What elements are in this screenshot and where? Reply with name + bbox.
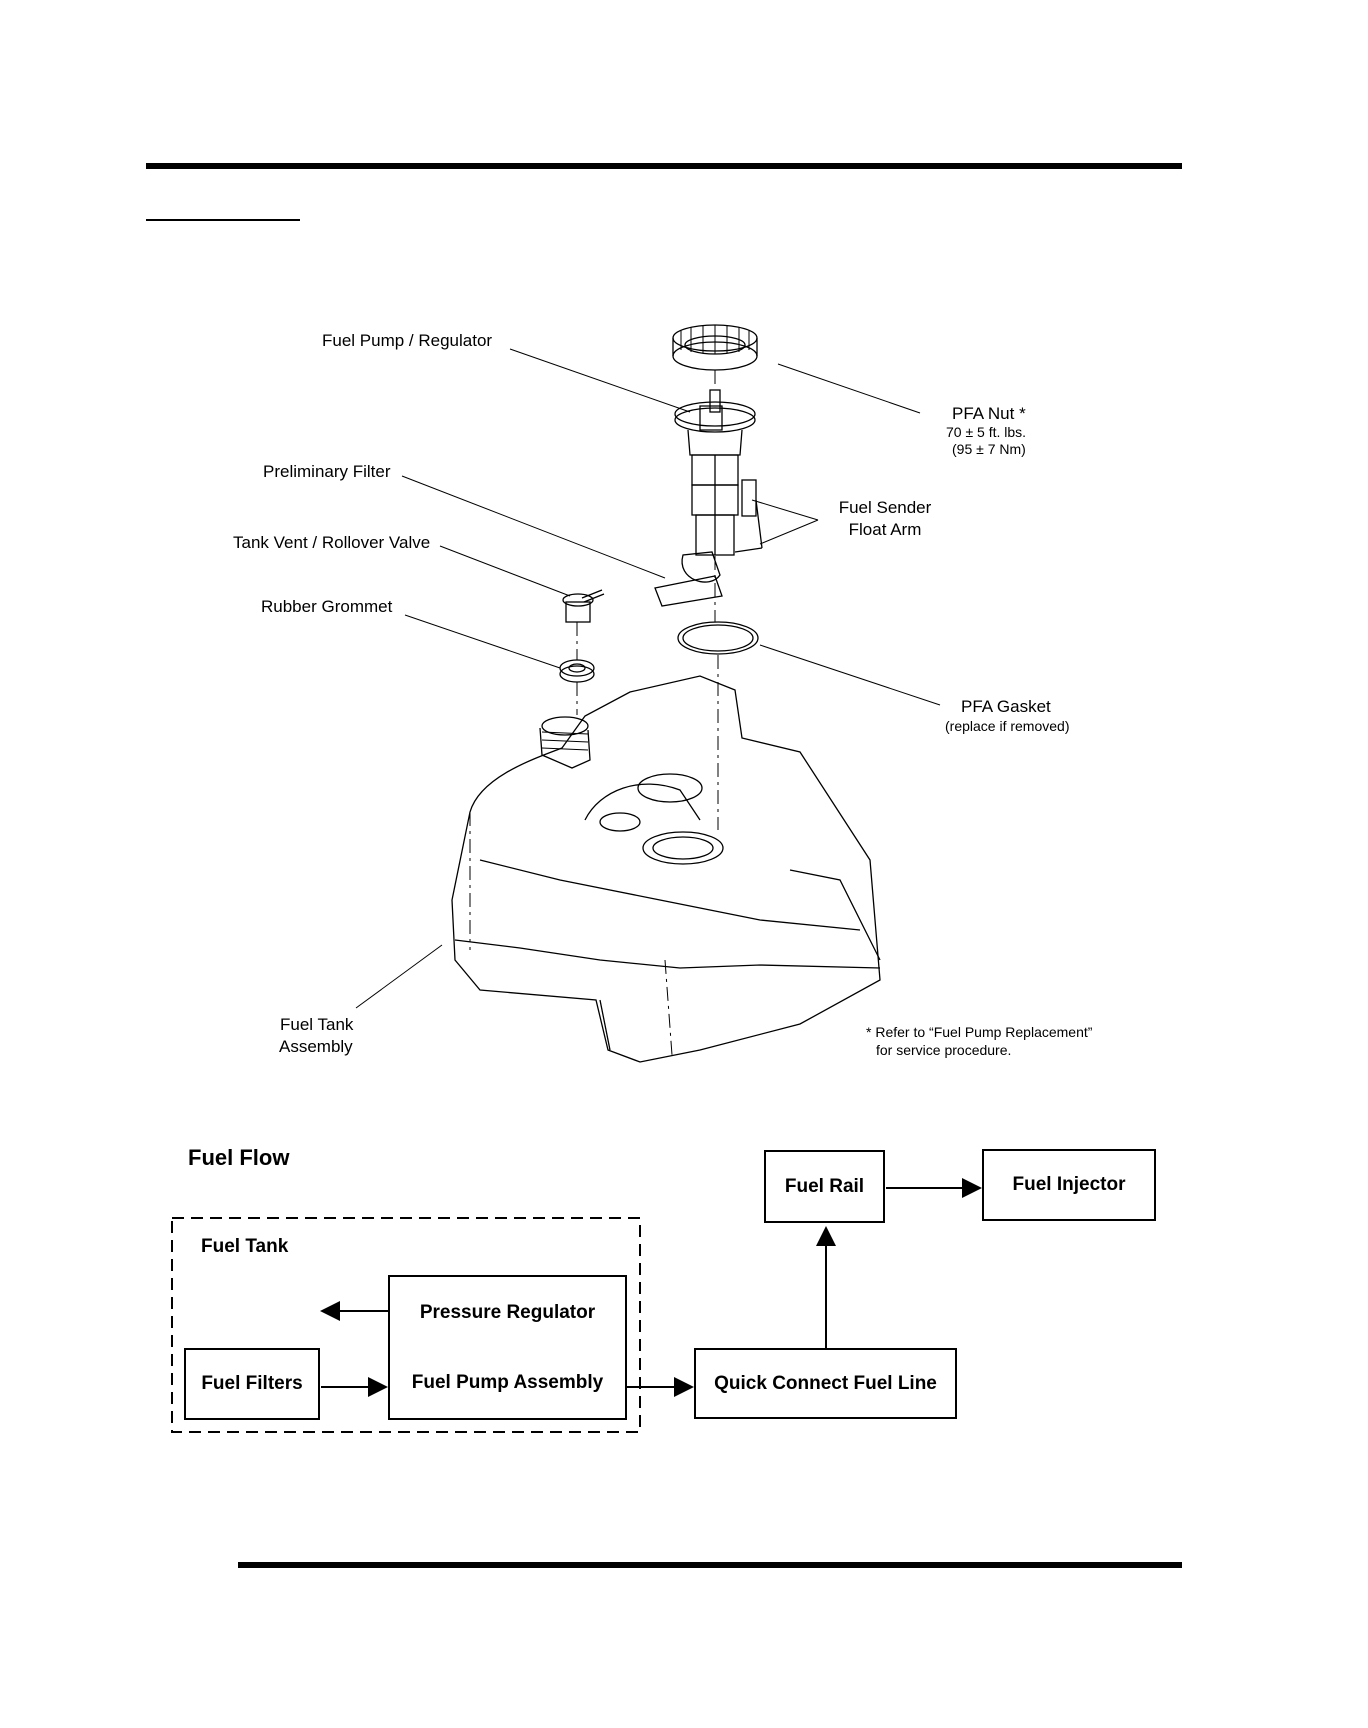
fuel-tank-group-label: Fuel Tank xyxy=(201,1236,289,1257)
header-rule xyxy=(146,163,1182,169)
fuel-tank-group-outline xyxy=(171,1217,641,1433)
box-fuel-rail: Fuel Rail xyxy=(764,1150,885,1223)
label-fuel-sender: Fuel Sender xyxy=(838,498,932,517)
label-fuel-pump-regulator: Fuel Pump / Regulator xyxy=(322,331,493,350)
fuel-pump-module-part xyxy=(674,389,763,556)
exploded-view-drawing xyxy=(355,324,941,1063)
tank-vent-part xyxy=(562,589,605,623)
label-pfa-gasket-note: (replace if removed) xyxy=(945,718,1070,734)
label-preliminary-filter: Preliminary Filter xyxy=(263,462,391,481)
label-tank-vent: Tank Vent / Rollover Valve xyxy=(233,533,431,552)
label-pfa-gasket: PFA Gasket xyxy=(961,697,1051,716)
label-pfa-nut: PFA Nut * xyxy=(952,404,1026,423)
box-fuel-filters: Fuel Filters xyxy=(184,1348,320,1420)
footnote-line-2: for service procedure. xyxy=(876,1042,1012,1058)
section-underline xyxy=(146,219,300,221)
label-fuel-tank: Fuel Tank xyxy=(280,1015,354,1034)
label-fuel-tank-assembly: Assembly xyxy=(279,1037,353,1056)
footnote-line-1: * Refer to “Fuel Pump Replacement” xyxy=(866,1024,1093,1040)
box-fuel-injector: Fuel Injector xyxy=(982,1149,1156,1221)
pfa-gasket-part xyxy=(677,621,759,655)
box-fuel-pump-assembly: Fuel Pump Assembly xyxy=(388,1347,627,1420)
fuel-flow-title: Fuel Flow xyxy=(188,1145,290,1170)
box-pressure-regulator: Pressure Regulator xyxy=(388,1275,627,1348)
fuel-tank-part xyxy=(451,675,881,1063)
preliminary-filter-part xyxy=(654,551,723,607)
footer-rule xyxy=(238,1562,1182,1568)
label-float-arm: Float Arm xyxy=(848,520,922,539)
label-pfa-nut-torque-nm: (95 ± 7 Nm) xyxy=(952,441,1026,457)
box-quick-connect-fuel-line: Quick Connect Fuel Line xyxy=(694,1348,957,1419)
pfa-nut-part xyxy=(672,324,758,371)
label-pfa-nut-torque-ftlbs: 70 ± 5 ft. lbs. xyxy=(946,424,1027,440)
label-rubber-grommet: Rubber Grommet xyxy=(261,597,393,616)
